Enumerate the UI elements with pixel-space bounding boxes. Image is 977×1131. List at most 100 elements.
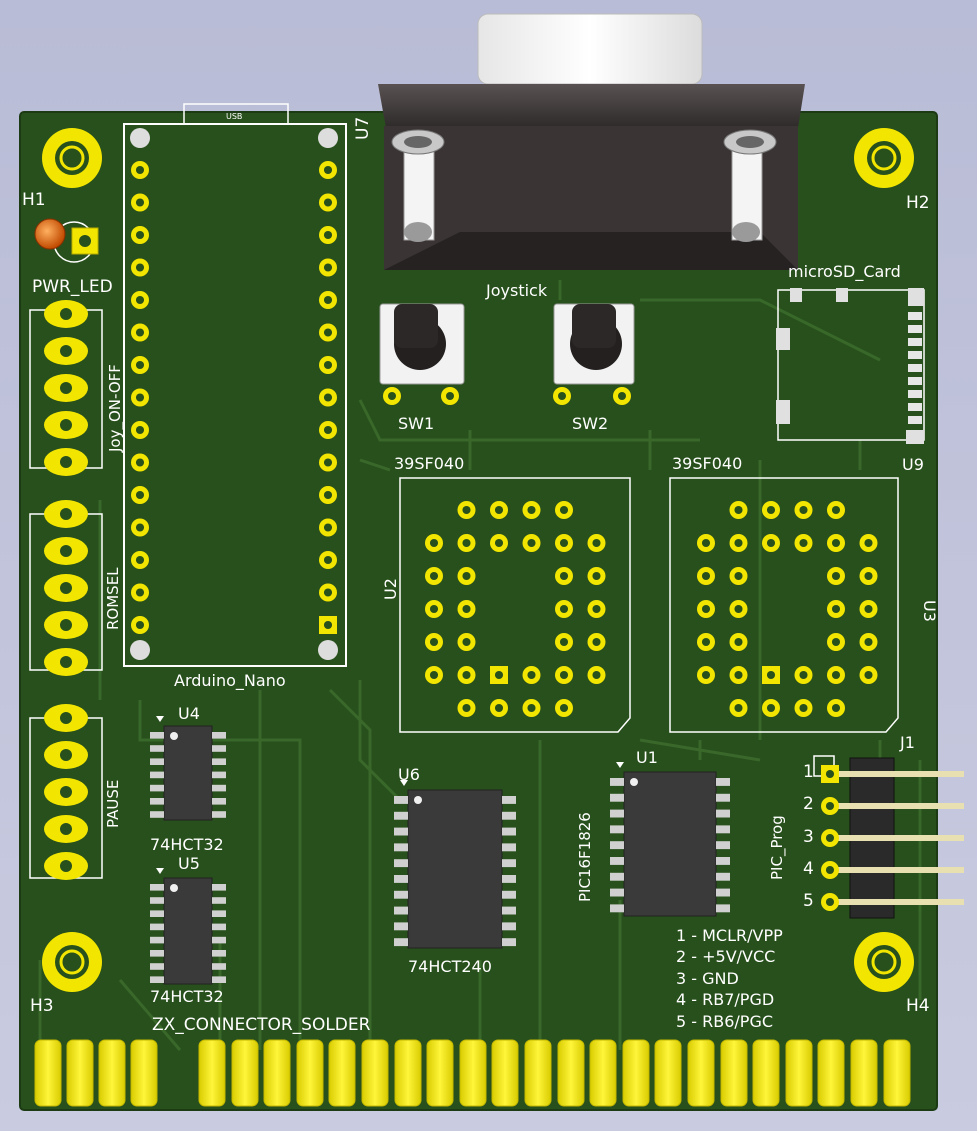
- edge-finger: [687, 1039, 715, 1107]
- ic-pin: [150, 897, 164, 904]
- pinout-line: 3 - GND: [676, 969, 739, 988]
- ic-pin: [394, 906, 408, 915]
- edge-finger: [883, 1039, 911, 1107]
- pad-drill: [559, 637, 569, 647]
- pad-drill: [323, 458, 333, 467]
- microsd-contacts: [908, 312, 922, 424]
- edge-finger: [654, 1039, 682, 1107]
- ic-pin: [212, 771, 226, 779]
- pinout-line: 5 - RB6/PGC: [676, 1012, 773, 1031]
- ic-body: [163, 725, 213, 821]
- pad-drill: [323, 425, 333, 435]
- edge-finger: [850, 1039, 878, 1107]
- pad-drill: [734, 505, 743, 515]
- edge-finger: [198, 1039, 226, 1107]
- edge-finger: [557, 1039, 585, 1107]
- pad-drill: [592, 670, 601, 680]
- edge-finger: [589, 1039, 617, 1107]
- pad-drill: [701, 604, 711, 614]
- u5-label: U5: [178, 854, 200, 873]
- h2-label: H2: [906, 193, 930, 213]
- pad-drill: [864, 604, 873, 614]
- pad-drill: [462, 670, 471, 680]
- pad-drill: [323, 360, 333, 370]
- j1-pin-number: 2: [803, 794, 814, 814]
- pin1-dot: [170, 884, 178, 892]
- sd-contact: [908, 403, 922, 411]
- ic-pin: [610, 888, 624, 897]
- pad-drill: [429, 604, 439, 614]
- ic-pin: [610, 825, 624, 834]
- power-led: [34, 218, 99, 263]
- trace: [118, 979, 182, 1051]
- header-pad-drill: [60, 345, 72, 357]
- j1-pin-numbers: 1 2 3 4 5: [803, 762, 814, 911]
- j1-pin-shaft: [834, 803, 964, 809]
- h4-label: H4: [906, 996, 930, 1016]
- pad-drill: [734, 604, 743, 614]
- ic-pin: [716, 904, 730, 913]
- ic-pin: [394, 922, 408, 931]
- header-pad-drill: [60, 582, 72, 594]
- pad-drill: [825, 833, 835, 843]
- pad-drill: [527, 703, 536, 713]
- edge-finger: [491, 1039, 519, 1107]
- sd-contact: [908, 312, 922, 320]
- header-pad-drill: [60, 456, 72, 468]
- pin1-dot: [170, 732, 178, 740]
- header-pad-drill: [60, 823, 72, 835]
- ic-pin: [212, 798, 226, 805]
- trace: [358, 399, 700, 442]
- ic-pin: [212, 976, 226, 983]
- pad-drill: [831, 571, 841, 581]
- u2-label: U2: [381, 578, 400, 600]
- sw2-label: SW2: [572, 414, 608, 433]
- ic-pin: [212, 758, 226, 765]
- pad-drill: [494, 538, 504, 548]
- edge-finger: [231, 1039, 259, 1107]
- zx-edge-connector: [34, 1039, 911, 1107]
- pad-drill: [766, 538, 776, 548]
- ic-pin: [212, 963, 226, 970]
- pad-drill: [592, 604, 601, 614]
- ic-pin: [716, 778, 730, 786]
- ic-pin: [150, 963, 164, 970]
- mounting-hole-ring: [871, 145, 897, 171]
- pad-drill: [592, 571, 601, 581]
- plcc-pads: [425, 501, 878, 717]
- ic-pin: [610, 857, 624, 865]
- microsd-label: microSD_Card: [788, 262, 901, 282]
- soic-packages: [150, 716, 730, 985]
- pad-drill: [592, 538, 601, 548]
- ic-pin: [394, 938, 408, 947]
- u1-label: U1: [636, 748, 658, 767]
- left-header-pads: [44, 300, 88, 880]
- ic-pin: [212, 936, 226, 944]
- pad-drill: [135, 165, 145, 175]
- arduino-nano-pins: [130, 128, 338, 660]
- arduino-nano-label: Arduino_Nano: [174, 671, 286, 691]
- pad-drill: [701, 670, 711, 680]
- edge-finger: [524, 1039, 552, 1107]
- ic-pin: [610, 809, 624, 818]
- u9-label: U9: [902, 455, 924, 474]
- pad-drill: [559, 538, 569, 548]
- pad-drill: [494, 670, 504, 680]
- pad-drill: [323, 523, 333, 532]
- ic-pin: [394, 811, 408, 820]
- pad-drill: [831, 703, 841, 713]
- pad-drill: [323, 230, 333, 240]
- ic-pin: [212, 732, 226, 739]
- pad-drill: [135, 490, 145, 500]
- copper-traces: [38, 280, 922, 1051]
- pad-drill: [135, 458, 145, 467]
- pad-drill: [135, 425, 145, 435]
- pinout-line: 4 - RB7/PGD: [676, 990, 774, 1009]
- mounting-hole-ring: [59, 145, 85, 171]
- ic-pin: [610, 793, 624, 802]
- u3-part-label: 39SF040: [672, 454, 742, 473]
- u3-label: U3: [920, 600, 939, 622]
- j1-pin-number: 5: [803, 891, 814, 911]
- nano-corner-hole: [130, 640, 150, 660]
- u7-label: U7: [353, 117, 373, 140]
